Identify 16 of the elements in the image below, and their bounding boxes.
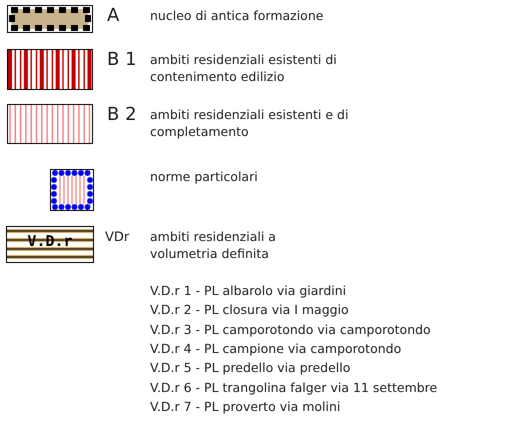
zone-code: VDr xyxy=(105,229,130,247)
legend-text: norme particolari xyxy=(150,168,259,185)
legend-text: ambiti residenziali esistenti di contenimento edilizio xyxy=(150,51,338,85)
legend-text: ambiti residenziali a volumetria definita xyxy=(150,228,277,262)
zone-code: B 1 xyxy=(107,50,137,70)
list-item: V.D.r 7 - PL proverto via molini xyxy=(150,398,340,415)
list-item: V.D.r 2 - PL closura via I maggio xyxy=(150,301,349,318)
legend-text: ambiti residenziali esistenti e di completamento xyxy=(150,106,350,140)
legend-text: nucleo di antica formazione xyxy=(150,7,324,24)
list-item: V.D.r 3 - PL camporotondo via camporotondo xyxy=(150,320,431,338)
list-item: V.D.r 1 - PL albarolo via giardini xyxy=(150,282,346,299)
list-item: V.D.r 4 - PL campione via camporotondo xyxy=(150,340,402,357)
zone-code: A xyxy=(107,6,120,26)
zone-code: B 2 xyxy=(107,105,137,125)
list-item: V.D.r 5 - PL predello via predello xyxy=(150,359,350,376)
list-item: V.D.r 6 - PL trangolina falger via 11 settembre xyxy=(150,378,438,396)
